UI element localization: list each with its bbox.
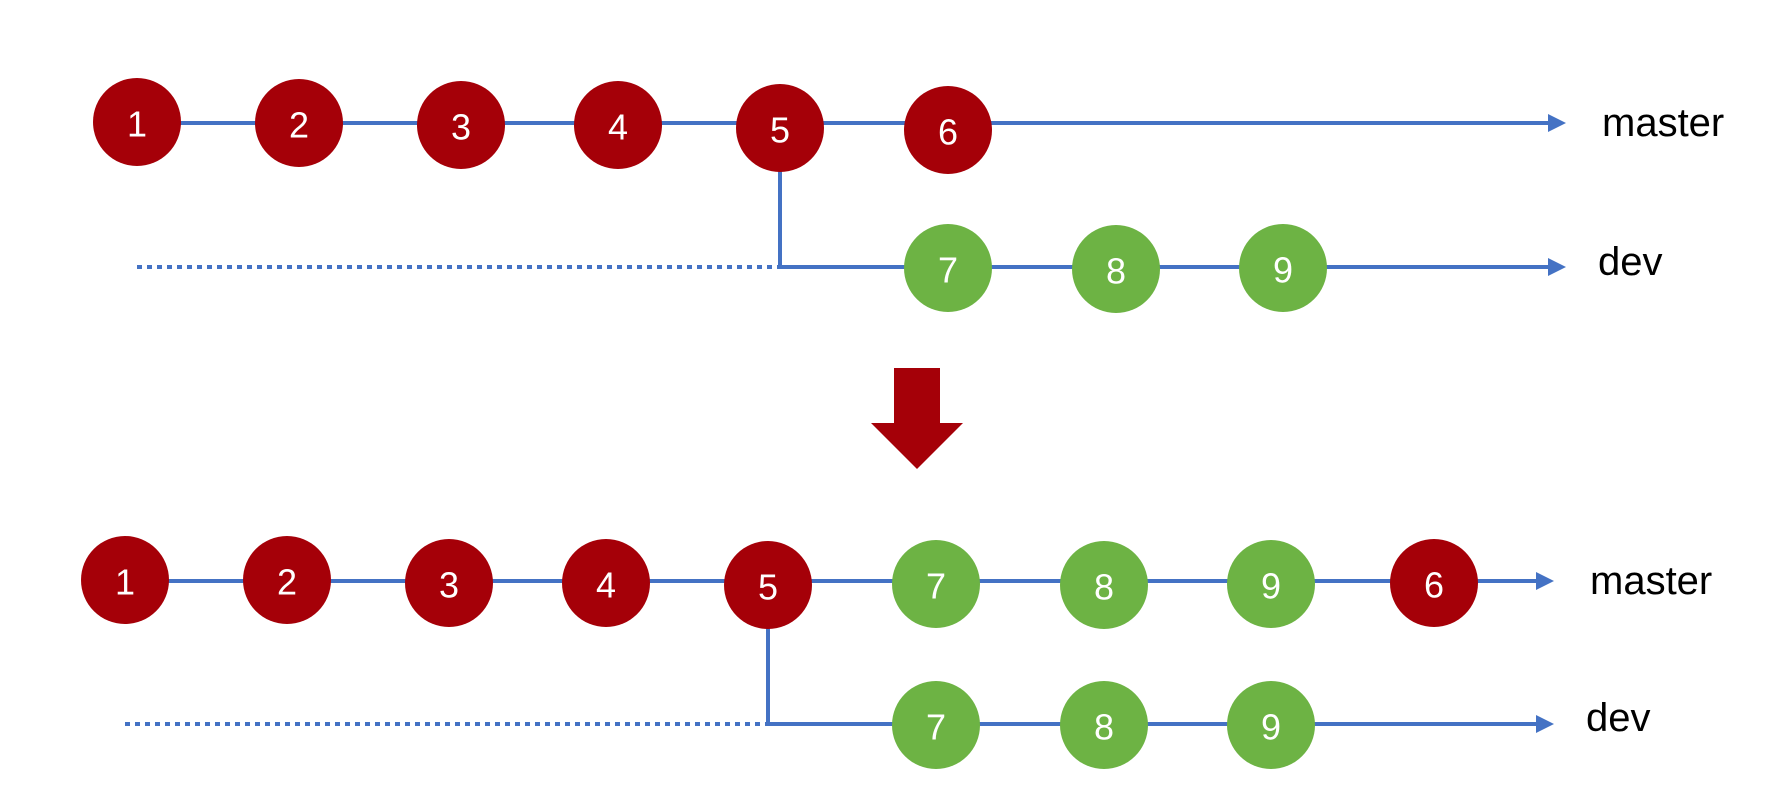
bottom-master-commit-circle <box>243 536 331 624</box>
bottom-master-commit-5: 5 <box>724 541 812 629</box>
bottom-master-commit-circle <box>1060 541 1148 629</box>
top-dev-commit-7: 7 <box>904 224 992 312</box>
bottom-master-commit-circle <box>81 536 169 624</box>
bottom-master-commit-3: 3 <box>405 539 493 627</box>
top-dev-commit-circle <box>1072 225 1160 313</box>
top-master-commit-circle <box>93 78 181 166</box>
bottom-master-commit-circle <box>1390 539 1478 627</box>
bottom-dev-commit-8: 8 <box>1060 681 1148 769</box>
bottom-master-commit-circle <box>405 539 493 627</box>
top-master-commits: 1 2 3 4 5 6 <box>93 78 992 174</box>
bottom-master-commit-9: 9 <box>1227 540 1315 628</box>
bottom-dev-commit-9: 9 <box>1227 681 1315 769</box>
top-dev-commit-label: 7 <box>938 250 958 291</box>
top-master-commit-circle <box>574 81 662 169</box>
bottom-dev-commit-label: 9 <box>1261 707 1281 748</box>
top-branch-connector <box>778 128 1548 269</box>
bottom-master-commit-label: 3 <box>439 565 459 606</box>
bottom-master-commit-7: 7 <box>892 540 980 628</box>
top-dev-label: dev <box>1598 240 1663 284</box>
bottom-master-label: master <box>1590 559 1712 603</box>
transform-down-arrow-icon <box>871 368 963 469</box>
top-dev-commit-8: 8 <box>1072 225 1160 313</box>
bottom-master-commit-8: 8 <box>1060 541 1148 629</box>
bottom-dev-commit-label: 7 <box>926 707 946 748</box>
bottom-dev-arrowhead <box>1536 715 1554 733</box>
bottom-dev-commit-circle <box>1227 681 1315 769</box>
bottom-master-commit-label: 5 <box>758 567 778 608</box>
bottom-dev-commit-circle <box>892 681 980 769</box>
top-master-commit-3: 3 <box>417 81 505 169</box>
bottom-master-commit-label: 9 <box>1261 566 1281 607</box>
bottom-master-commit-label: 8 <box>1094 567 1114 608</box>
top-master-commit-label: 2 <box>289 105 309 146</box>
bottom-dev-commit-circle <box>1060 681 1148 769</box>
top-master-commit-1: 1 <box>93 78 181 166</box>
top-master-commit-circle <box>736 84 824 172</box>
bottom-master-commit-6: 6 <box>1390 539 1478 627</box>
bottom-master-commit-circle <box>892 540 980 628</box>
bottom-master-commit-label: 1 <box>115 562 135 603</box>
top-master-commit-label: 6 <box>938 112 958 153</box>
top-dev-commit-circle <box>1239 224 1327 312</box>
bottom-master-commit-label: 7 <box>926 566 946 607</box>
top-master-commit-circle <box>904 86 992 174</box>
bottom-master-commit-circle <box>724 541 812 629</box>
bottom-master-commit-label: 4 <box>596 565 616 606</box>
top-master-commit-label: 5 <box>770 110 790 151</box>
top-master-label: master <box>1602 101 1724 145</box>
top-branch-diagram: 1 2 3 4 5 6 7 8 9 master dev <box>93 78 1724 313</box>
top-master-commit-2: 2 <box>255 79 343 167</box>
bottom-master-arrowhead <box>1536 572 1554 590</box>
top-master-commit-label: 4 <box>608 107 628 148</box>
bottom-master-commit-label: 6 <box>1424 565 1444 606</box>
bottom-master-commit-4: 4 <box>562 539 650 627</box>
top-dev-arrowhead <box>1548 258 1566 276</box>
bottom-branch-diagram: 1 2 3 4 5 7 8 9 6 7 8 9 master dev <box>81 536 1712 769</box>
top-master-commit-label: 3 <box>451 107 471 148</box>
bottom-dev-commits: 7 8 9 <box>892 681 1315 769</box>
top-dev-commit-9: 9 <box>1239 224 1327 312</box>
bottom-master-commit-1: 1 <box>81 536 169 624</box>
top-dev-commit-label: 9 <box>1273 250 1293 291</box>
top-master-commit-circle <box>417 81 505 169</box>
bottom-master-commit-label: 2 <box>277 562 297 603</box>
bottom-dev-commit-7: 7 <box>892 681 980 769</box>
top-master-commit-5: 5 <box>736 84 824 172</box>
top-master-commit-circle <box>255 79 343 167</box>
top-dev-commits: 7 8 9 <box>904 224 1327 313</box>
bottom-master-commits: 1 2 3 4 5 7 8 9 6 <box>81 536 1478 629</box>
top-master-commit-6: 6 <box>904 86 992 174</box>
bottom-master-commit-circle <box>562 539 650 627</box>
top-master-commit-label: 1 <box>127 104 147 145</box>
bottom-master-commit-circle <box>1227 540 1315 628</box>
top-master-commit-4: 4 <box>574 81 662 169</box>
top-master-arrowhead <box>1548 114 1566 132</box>
top-dev-commit-circle <box>904 224 992 312</box>
bottom-master-commit-2: 2 <box>243 536 331 624</box>
top-dev-commit-label: 8 <box>1106 251 1126 292</box>
bottom-dev-label: dev <box>1586 696 1651 740</box>
bottom-dev-commit-label: 8 <box>1094 707 1114 748</box>
